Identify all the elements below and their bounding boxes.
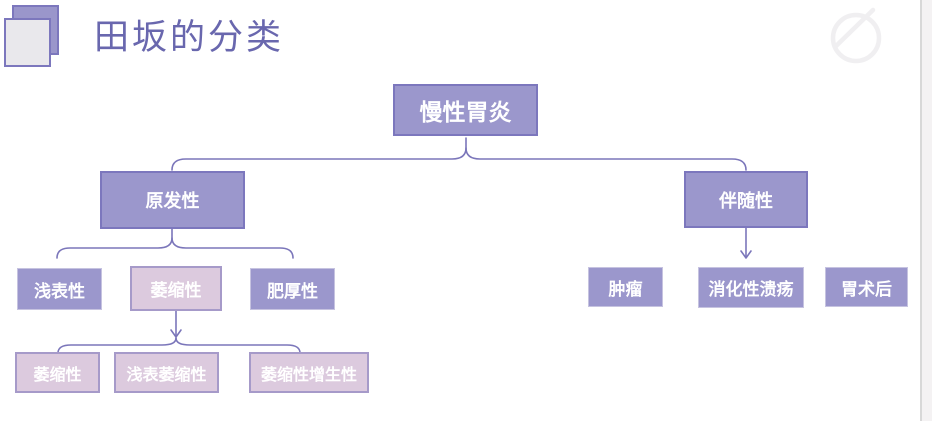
node-atrophic-hyperplastic: 萎缩性增生性 <box>249 352 369 393</box>
slide-edge-divider <box>920 0 922 421</box>
slide-right-margin <box>922 0 932 421</box>
node-peptic-ulcer: 消化性溃疡 <box>698 267 804 308</box>
node-superficial-atrophic: 浅表萎缩性 <box>114 352 219 393</box>
square-front <box>4 18 51 67</box>
node-primary: 原发性 <box>100 171 245 229</box>
slashed-circle-icon <box>830 7 882 64</box>
node-hypertrophic: 肥厚性 <box>250 268 335 310</box>
node-accompanying: 伴随性 <box>684 171 808 228</box>
node-chronic-gastritis: 慢性胃炎 <box>393 84 538 136</box>
node-post-gastric-surgery: 胃术后 <box>825 267 908 307</box>
node-atrophic-sub: 萎缩性 <box>15 352 100 393</box>
overlapping-squares-icon <box>3 3 65 71</box>
node-atrophic: 萎缩性 <box>130 266 222 311</box>
node-superficial: 浅表性 <box>17 268 102 310</box>
node-tumor: 肿瘤 <box>588 267 663 307</box>
page-title: 田坂的分类 <box>94 18 285 57</box>
